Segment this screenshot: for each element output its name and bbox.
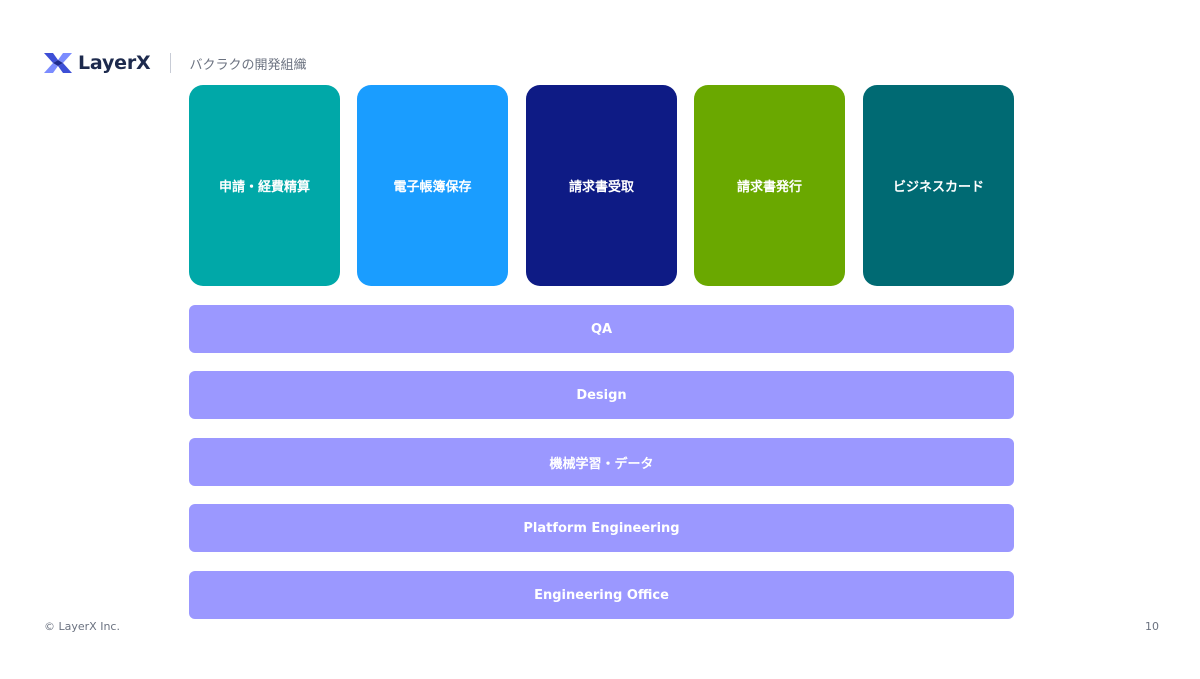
logo-text: LayerX [78,52,151,74]
function-bar-qa: QA [189,305,1014,353]
slide-header: LayerX バクラクの開発組織 [44,50,306,76]
product-card-label: ビジネスカード [892,180,984,195]
product-card-label: 申請・経費精算 [218,180,310,195]
function-bar-label: Design [576,387,627,403]
page-number: 10 [1145,620,1159,633]
function-bar-label: 機械学習・データ [549,456,654,472]
product-card-e-bookkeeping: 電子帳簿保存 [357,85,508,286]
copyright-text: © LayerX Inc. [44,620,120,633]
brand-logo: LayerX [44,51,151,75]
product-card-label: 請求書受取 [568,180,634,195]
product-cards: 申請・経費精算 電子帳簿保存 請求書受取 請求書発行 ビジネスカード [189,85,1014,286]
product-card-label: 電子帳簿保存 [393,180,472,195]
product-card-invoice-receipt: 請求書受取 [526,85,677,286]
product-card-invoice-issue: 請求書発行 [694,85,845,286]
function-bar-platform-engineering: Platform Engineering [189,504,1014,552]
function-bar-design: Design [189,371,1014,419]
function-bar-engineering-office: Engineering Office [189,571,1014,619]
function-bar-label: Engineering Office [534,587,669,603]
slide-subtitle: バクラクの開発組織 [189,57,307,73]
product-card-business-card: ビジネスカード [863,85,1014,286]
product-card-label: 請求書発行 [736,180,802,195]
function-bar-ml-data: 機械学習・データ [189,438,1014,486]
header-divider [170,53,172,73]
function-bar-label: QA [590,321,613,337]
function-bar-label: Platform Engineering [523,520,680,536]
product-card-expense: 申請・経費精算 [189,85,340,286]
layerx-logo-icon [44,53,72,73]
